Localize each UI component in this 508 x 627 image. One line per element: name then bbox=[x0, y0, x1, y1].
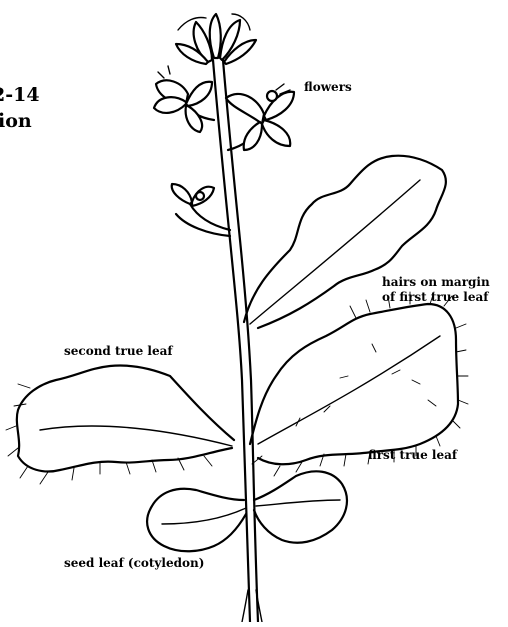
label-second-true-leaf: second true leaf bbox=[64, 345, 173, 357]
flower-small bbox=[172, 184, 230, 236]
label-hairs-line2: of first true leaf bbox=[382, 291, 488, 303]
label-flowers: flowers bbox=[304, 81, 352, 93]
label-hairs-line1: hairs on margin bbox=[382, 276, 490, 288]
flower-buds bbox=[176, 14, 256, 64]
figure-caption-fragment: ion bbox=[0, 112, 32, 131]
label-first-true-leaf: first true leaf bbox=[368, 449, 457, 461]
figure-number: 2-14 bbox=[0, 86, 40, 105]
roots bbox=[242, 590, 262, 622]
first-true-leaf bbox=[250, 304, 458, 464]
flower-right bbox=[226, 84, 294, 150]
label-seed-leaf: seed leaf (cotyledon) bbox=[64, 557, 204, 569]
flower-left bbox=[154, 66, 214, 132]
second-true-leaf bbox=[6, 365, 234, 484]
